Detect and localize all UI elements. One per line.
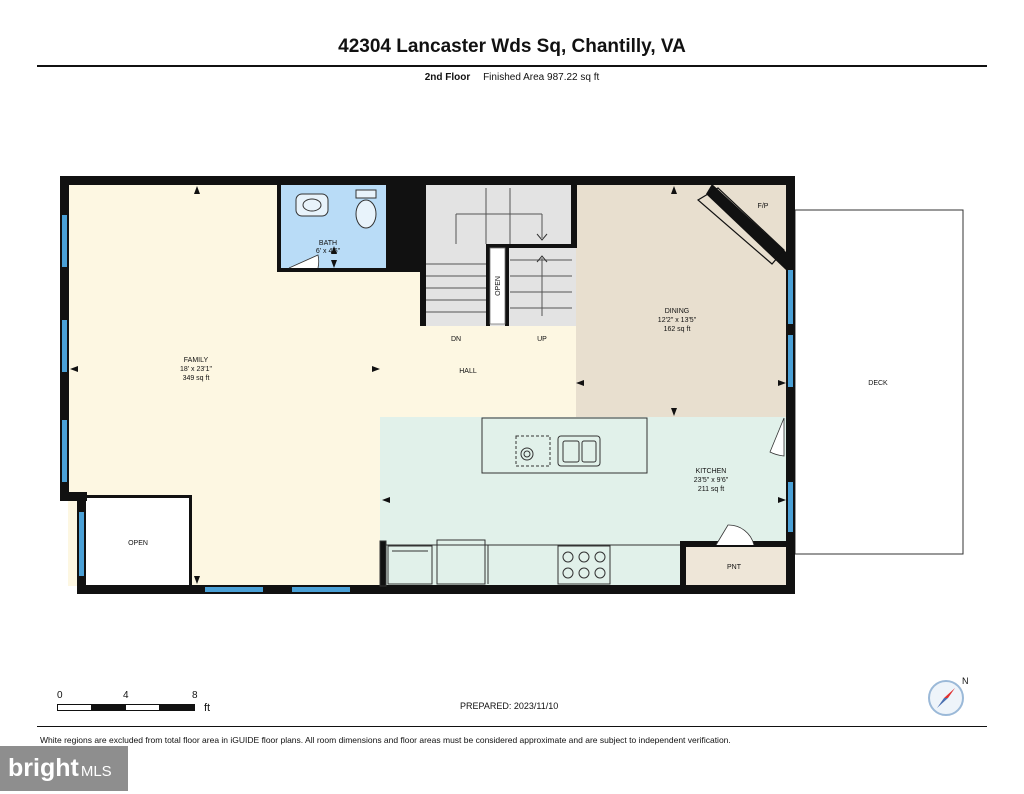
scale-segment	[57, 704, 93, 711]
scale-segment	[91, 704, 127, 711]
scale-bar: 0 4 8 ft	[50, 690, 220, 720]
kitchen-dims: 23'5" x 9'6"	[694, 477, 729, 484]
family-dims: 18' x 23'1"	[180, 366, 213, 373]
bath-door-swing	[288, 254, 320, 269]
page-title: 42304 Lancaster Wds Sq, Chantilly, VA	[338, 36, 686, 57]
dining-label: DINING	[665, 308, 690, 315]
open-stair-label: OPEN	[495, 276, 502, 296]
prepared-date: PREPARED: 2023/11/10	[460, 701, 559, 711]
scale-tick-4: 4	[123, 690, 129, 701]
staircase	[426, 188, 572, 316]
windows	[62, 215, 793, 592]
family-area: 349 sq ft	[183, 375, 210, 382]
kitchen-counter	[379, 539, 680, 587]
footer-rule	[37, 726, 987, 727]
deck-area	[794, 209, 964, 555]
floor-plan: FAMILY 18' x 23'1" 349 sq ft BATH 6' x 4…	[60, 176, 964, 594]
scale-segment	[159, 704, 195, 711]
floor-name: 2nd Floor	[424, 72, 471, 83]
scale-segment	[125, 704, 161, 711]
stair-up-label: UP	[537, 336, 547, 343]
hall-label: HALL	[459, 368, 477, 375]
dining-floor	[576, 184, 788, 418]
compass-icon: N	[928, 676, 969, 716]
family-label: FAMILY	[184, 357, 209, 364]
dining-dims: 12'2" x 13'5"	[658, 317, 697, 324]
floor-subtitle: 2nd Floor Finished Area 987.22 sq ft	[0, 72, 1024, 83]
scale-tick-0: 0	[57, 690, 63, 701]
stair-up-arrow	[536, 255, 548, 263]
deck-label: DECK	[868, 380, 888, 387]
watermark-brand: bright	[8, 754, 79, 782]
kitchen-label: KITCHEN	[696, 468, 727, 475]
bath-label: BATH	[319, 240, 337, 247]
dining-area: 162 sq ft	[664, 326, 691, 333]
watermark-suffix: MLS	[80, 763, 112, 780]
compass-north-label: N	[962, 676, 969, 686]
open-lower-area	[86, 497, 190, 585]
pantry-label: PNT	[727, 564, 742, 571]
dimension-arrows	[70, 186, 786, 584]
kitchen-island	[481, 417, 648, 474]
kitchen-area: 211 sq ft	[698, 486, 724, 493]
stair-down-arrow	[536, 233, 548, 241]
header-rule	[37, 65, 987, 67]
pantry-door-swing	[715, 524, 755, 546]
scale-tick-8: 8	[192, 690, 198, 701]
stair-opening	[489, 247, 506, 325]
fireplace-label: F/P	[758, 203, 769, 210]
bath-fixtures	[295, 189, 377, 229]
fireplace	[696, 184, 786, 270]
finished-area: Finished Area 987.22 sq ft	[483, 72, 600, 83]
scale-unit: ft	[204, 702, 211, 714]
disclaimer-text: White regions are excluded from total fl…	[40, 735, 731, 745]
open-lower-label: OPEN	[128, 540, 148, 547]
deck-door-swing	[769, 417, 785, 457]
stair-down-label: DN	[451, 336, 461, 343]
pantry-floor	[684, 546, 786, 586]
bath-dims: 6' x 4'6"	[316, 248, 341, 255]
